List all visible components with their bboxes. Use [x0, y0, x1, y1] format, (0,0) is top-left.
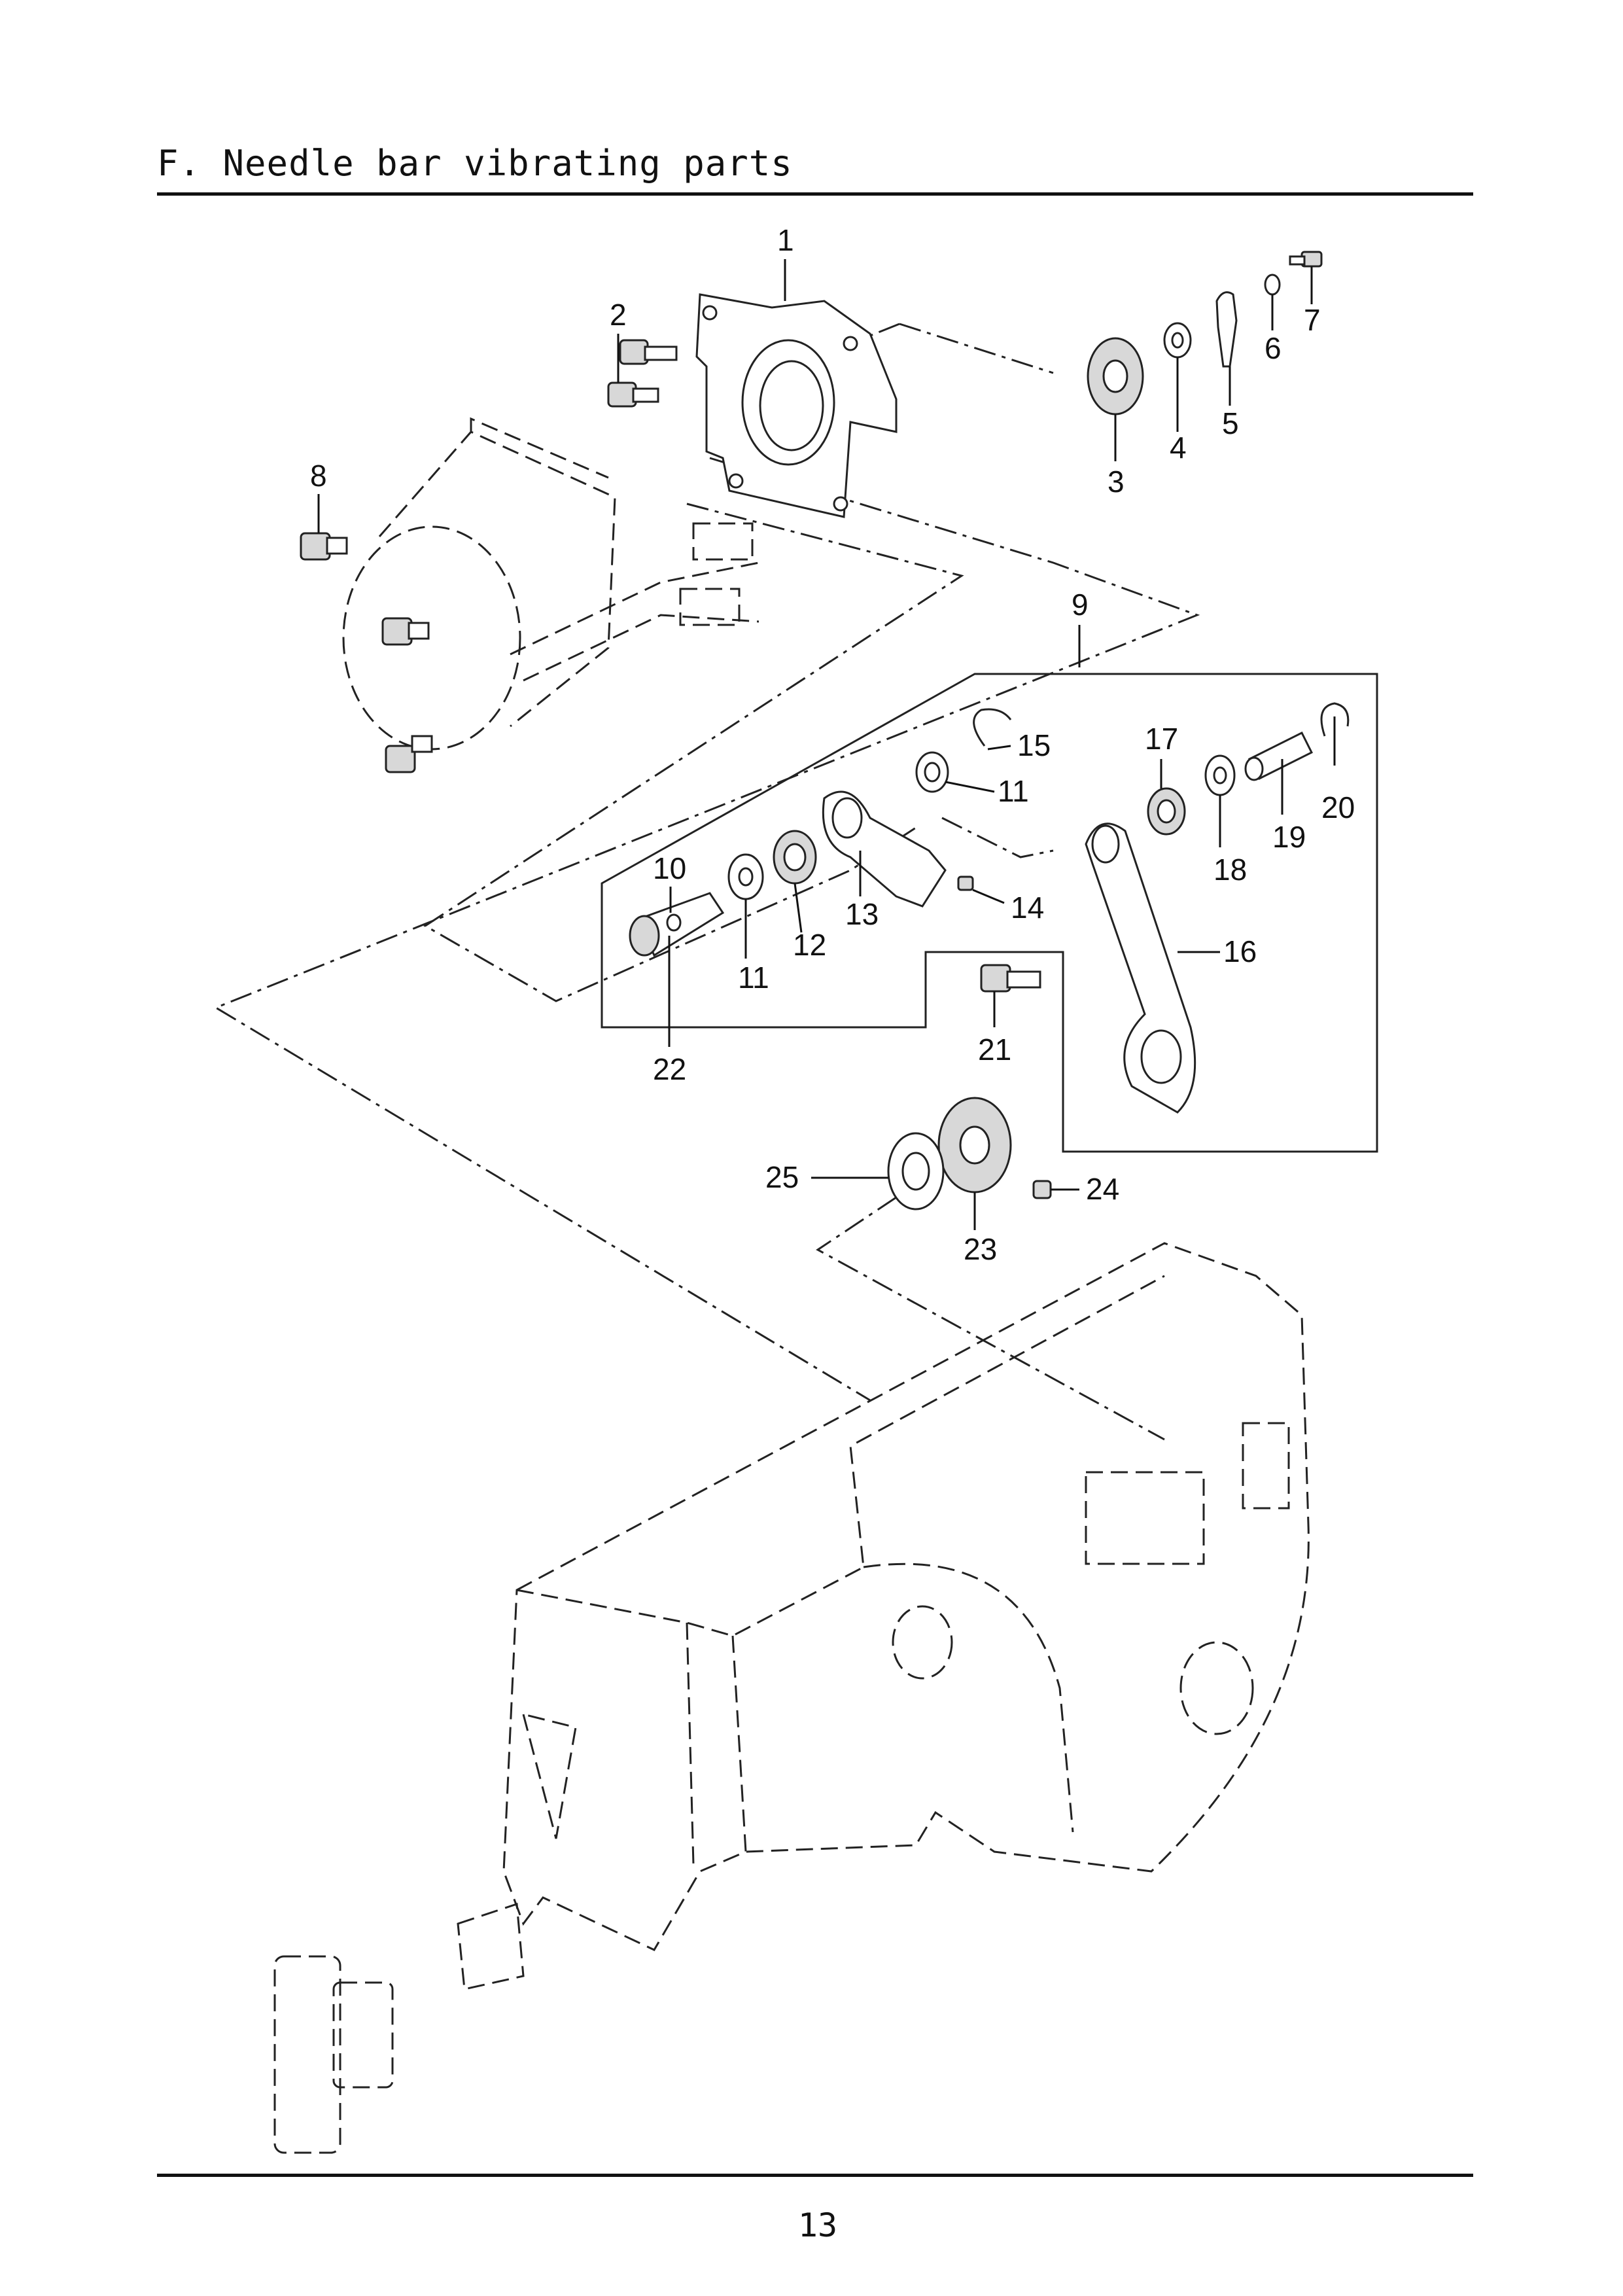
callout-12: 12	[793, 928, 826, 962]
page-title: F. Needle bar vibrating parts	[157, 143, 793, 184]
callout-3: 3	[1108, 465, 1125, 499]
callout-24: 24	[1086, 1172, 1119, 1206]
callout-19: 19	[1272, 820, 1306, 854]
callout-17: 17	[1145, 722, 1178, 756]
callout-1: 1	[777, 223, 794, 257]
callout-8: 8	[310, 459, 327, 493]
header-rule	[157, 192, 1473, 196]
stepping-motor-phantom	[342, 417, 759, 751]
machine-arm-phantom	[273, 1242, 1310, 2154]
upper-right-parts	[1087, 251, 1323, 415]
collar-parts	[887, 1097, 1052, 1210]
callout-15: 15	[1017, 728, 1051, 762]
subassembly-frame	[601, 673, 1378, 1153]
footer-rule	[157, 2174, 1473, 2177]
callout-21: 21	[978, 1033, 1011, 1067]
callout-18: 18	[1213, 853, 1247, 887]
callout-2: 2	[610, 298, 627, 332]
callout-7: 7	[1304, 303, 1321, 337]
callout-5: 5	[1222, 406, 1239, 440]
callout-4: 4	[1170, 431, 1187, 465]
callout-6: 6	[1265, 331, 1282, 365]
callout-14: 14	[1011, 891, 1044, 925]
callout-20: 20	[1321, 790, 1355, 824]
callout-10: 10	[653, 851, 686, 885]
bracket-screws-part	[607, 339, 678, 408]
callout-13: 13	[845, 897, 879, 931]
callout-numbers: 1 2 3 4 5 6 7 8 9 10 11 11 12 13 14 15 1…	[310, 223, 1355, 1266]
assembly-chain-lines	[213, 323, 1200, 1441]
callout-leaders	[317, 259, 1336, 1230]
callout-23: 23	[964, 1232, 997, 1266]
motor-bracket-part	[695, 293, 898, 518]
callout-22: 22	[653, 1052, 686, 1086]
callout-25: 25	[765, 1160, 799, 1194]
callout-11-upper: 11	[998, 774, 1029, 808]
page-number: 13	[797, 2206, 838, 2244]
callout-11-lower: 11	[738, 961, 769, 995]
callout-9: 9	[1072, 588, 1089, 622]
motor-screws-part	[300, 532, 433, 773]
callout-16: 16	[1223, 934, 1257, 968]
oscillating-link-parts	[629, 702, 1350, 1114]
